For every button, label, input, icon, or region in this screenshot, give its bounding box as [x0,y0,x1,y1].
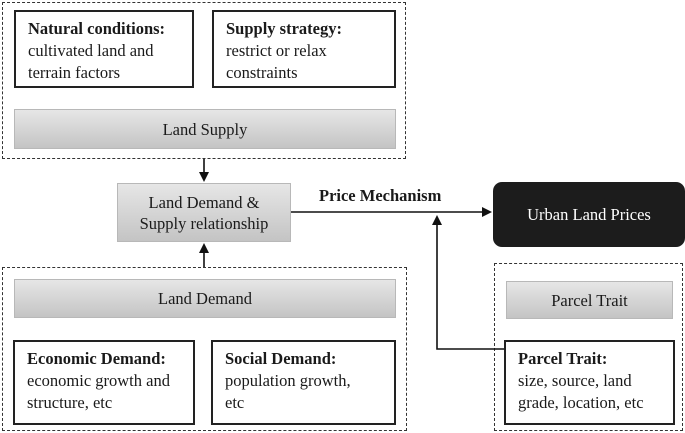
economic-demand-line2: structure, etc [27,393,113,412]
supply-strategy-box: Supply strategy: restrict or relax const… [212,10,396,88]
economic-demand-box: Economic Demand: economic growth and str… [13,340,195,425]
parcel-trait-title: Parcel Trait: [518,349,608,368]
land-demand-supply-relationship-box: Land Demand & Supply relationship [117,183,291,242]
supply-strategy-line1: restrict or relax [226,41,327,60]
price-mechanism-label: Price Mechanism [319,186,442,205]
social-demand-title: Social Demand: [225,349,337,368]
parcel-trait-group [494,263,683,431]
parcel-trait-box: Parcel Trait: size, source, land grade, … [504,340,675,425]
social-demand-line2: etc [225,393,245,412]
relationship-line2: Supply relationship [139,213,269,233]
social-demand-line1: population growth, [225,371,351,390]
natural-conditions-box: Natural conditions: cultivated land and … [14,10,194,88]
natural-conditions-title: Natural conditions: [28,19,166,38]
parcel-trait-line1: size, source, land [518,371,632,390]
relationship-line1: Land Demand & [148,192,260,212]
land-demand-bar: Land Demand [14,279,396,318]
land-supply-bar: Land Supply [14,109,396,149]
parcel-trait-bar: Parcel Trait [506,281,673,319]
land-demand-group [2,267,407,431]
economic-demand-line1: economic growth and [27,371,170,390]
urban-land-prices-box: Urban Land Prices [493,182,685,247]
natural-conditions-line2: terrain factors [28,63,121,82]
land-supply-group [2,2,406,159]
social-demand-box: Social Demand: population growth, etc [211,340,396,425]
supply-strategy-line2: constraints [226,63,298,82]
parcel-trait-line2: grade, location, etc [518,393,644,412]
economic-demand-title: Economic Demand: [27,349,166,368]
supply-strategy-title: Supply strategy: [226,19,342,38]
natural-conditions-line1: cultivated land and [28,41,154,60]
parcel-trait-to-prices-arrow [432,215,504,350]
